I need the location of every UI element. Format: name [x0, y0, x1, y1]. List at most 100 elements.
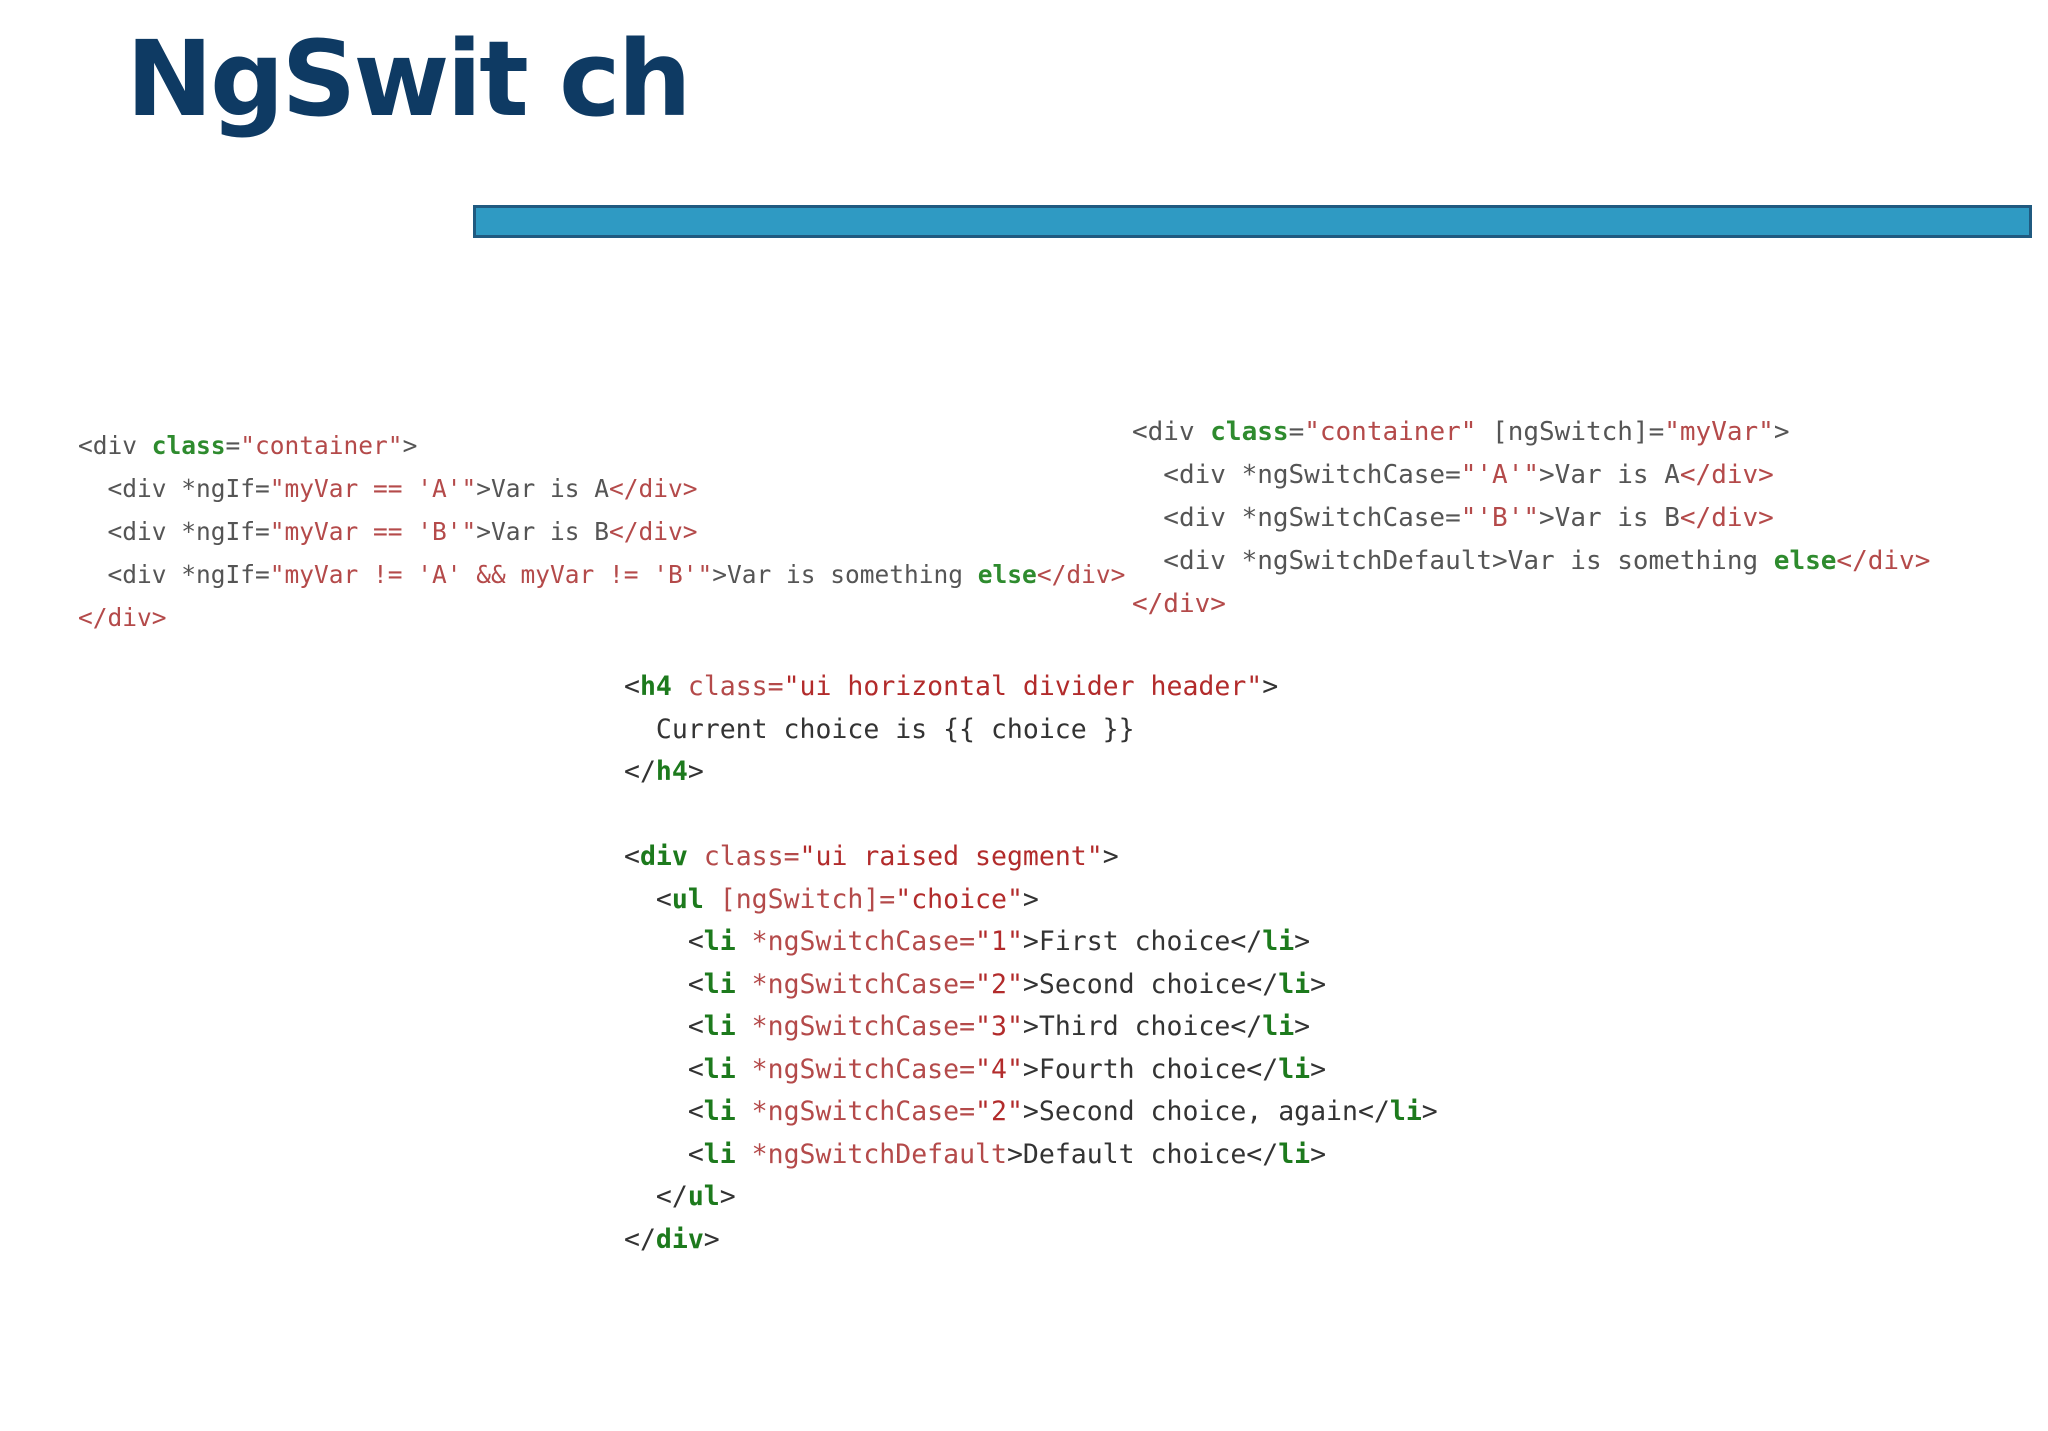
code-token: < [624, 968, 704, 1000]
code-token: ul [671, 883, 704, 915]
code-token: [ngSwitch]= [1476, 417, 1665, 447]
code-token: </div> [609, 474, 698, 503]
code-token: "2" [975, 968, 1023, 1000]
code-line: <div *ngIf="myVar != 'A' && myVar != 'B'… [78, 553, 1126, 596]
code-line: <li *ngSwitchCase="3">Third choice</li> [624, 1006, 1438, 1049]
code-token: >Third choice</ [1022, 1011, 1263, 1042]
code-token: "myVar" [1664, 417, 1774, 447]
code-token: h4 [639, 671, 672, 702]
code-token: ul [687, 1181, 720, 1212]
code-line: </div> [1132, 583, 1930, 626]
code-token: > [687, 756, 704, 787]
code-token: > [1294, 926, 1311, 957]
code-token: < [624, 841, 640, 872]
code-token: > [1310, 1053, 1327, 1085]
code-token: li [1278, 1053, 1311, 1085]
code-token: li [1262, 926, 1295, 957]
code-token: = [1288, 417, 1305, 447]
code-token: "4" [975, 1053, 1023, 1085]
code-token [736, 1011, 752, 1042]
accent-bar [473, 205, 2032, 238]
code-token: >Var is something [712, 560, 978, 589]
code-token [704, 884, 720, 915]
code-token: </ [624, 756, 656, 787]
code-token: <div *ngSwitchCase= [1132, 460, 1461, 490]
code-token: </div> [1132, 589, 1226, 619]
code-token: >First choice</ [1022, 926, 1263, 957]
code-token: </ [624, 1181, 688, 1212]
code-line: Current choice is {{ choice }} [624, 709, 1438, 752]
code-token: > [1022, 883, 1039, 915]
code-line: <div class="container" [ngSwitch]="myVar… [1132, 411, 1930, 454]
code-token: class [1210, 417, 1289, 447]
code-line: <li *ngSwitchDefault>Default choice</li> [624, 1134, 1438, 1177]
code-line: <h4 class="ui horizontal divider header"… [624, 666, 1438, 709]
code-token: li [1389, 1096, 1422, 1127]
code-token: "myVar != 'A' && myVar != 'B'" [269, 560, 713, 589]
code-token [736, 969, 752, 1000]
code-token: "container" [1304, 417, 1477, 447]
code-token: >Second choice</ [1022, 968, 1279, 1000]
code-line: </h4> [624, 751, 1438, 794]
code-token: >Var is B [1539, 503, 1680, 533]
code-token: > [1262, 671, 1279, 702]
code-token: < [624, 883, 672, 915]
code-token: < [624, 1096, 704, 1127]
code-token [736, 1139, 752, 1170]
code-line: <div *ngSwitchCase="'B'">Var is B</div> [1132, 497, 1930, 540]
code-token: >Var is A [476, 474, 610, 503]
code-token: div [639, 841, 688, 872]
code-token: > [1310, 1138, 1327, 1170]
code-token: *ngSwitchCase= [751, 1096, 976, 1127]
code-token: "3" [975, 1011, 1023, 1042]
code-token: = [225, 431, 241, 460]
code-token: [ngSwitch]= [719, 883, 896, 915]
code-token: > [719, 1181, 736, 1212]
code-token: >Var is B [476, 517, 610, 546]
code-line: <li *ngSwitchCase="1">First choice</li> [624, 921, 1438, 964]
code-token [736, 1096, 752, 1127]
code-token: <div *ngSwitchCase= [1132, 503, 1461, 533]
code-line: </ul> [624, 1176, 1438, 1219]
code-token: "container" [240, 431, 403, 460]
code-token: >Var is A [1539, 460, 1680, 490]
code-token [688, 841, 704, 872]
code-token: <div *ngIf= [78, 560, 270, 589]
code-token: "ui raised segment" [799, 841, 1103, 872]
code-token: <div [78, 431, 152, 460]
code-token: < [624, 1138, 704, 1170]
code-token: > [1773, 417, 1790, 447]
slide-title: NgSwit ch [126, 18, 692, 140]
code-token: < [624, 1053, 704, 1085]
code-token: "'B'" [1460, 503, 1540, 533]
code-token: "1" [975, 926, 1023, 957]
code-line: <li *ngSwitchCase="2">Second choice</li> [624, 964, 1438, 1007]
code-token [736, 1054, 752, 1085]
code-token: "ui horizontal divider header" [783, 671, 1263, 702]
code-line: <div *ngSwitchCase="'A'">Var is A</div> [1132, 454, 1930, 497]
code-token: Current choice is {{ choice }} [624, 713, 1135, 745]
code-token: *ngSwitchCase= [751, 926, 976, 957]
code-token: li [703, 968, 736, 1000]
code-token: < [624, 926, 704, 957]
code-line: <li *ngSwitchCase="4">Fourth choice</li> [624, 1049, 1438, 1092]
code-line: </div> [624, 1219, 1438, 1262]
code-block-ngswitch: <div class="container" [ngSwitch]="myVar… [1132, 411, 1930, 626]
code-token: > [1102, 841, 1119, 872]
code-line: <li *ngSwitchCase="2">Second choice, aga… [624, 1091, 1438, 1134]
code-token: h4 [655, 756, 688, 787]
code-line: <div *ngIf="myVar == 'B'">Var is B</div> [78, 510, 1125, 553]
code-token: li [1262, 1011, 1295, 1042]
code-token [672, 671, 688, 702]
code-token: <div *ngIf= [78, 517, 270, 546]
code-token: li [1278, 1138, 1311, 1170]
code-token: </div> [1836, 546, 1931, 576]
code-token: > [1310, 968, 1327, 1000]
code-token: class= [703, 841, 800, 872]
code-token: class= [687, 671, 784, 702]
code-token: <div *ngIf= [78, 474, 270, 503]
code-token: "2" [975, 1096, 1023, 1127]
code-token: li [1278, 968, 1311, 1000]
code-token: "choice" [895, 883, 1023, 915]
code-token: *ngSwitchCase= [751, 1053, 976, 1085]
